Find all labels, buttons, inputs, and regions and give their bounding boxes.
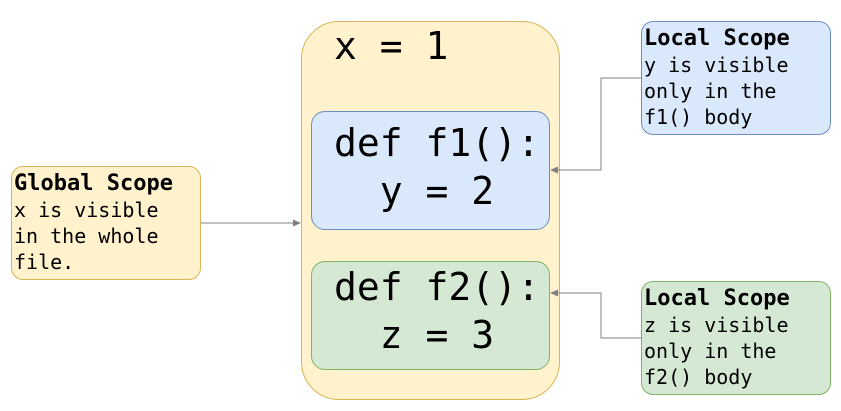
f1-scope-box — [311, 111, 550, 230]
f2-body-line: z = 3 — [334, 313, 495, 357]
local2-note-title: Local Scope — [644, 286, 790, 311]
global-scope-note: Global Scope x is visible in the whole f… — [11, 166, 201, 280]
global-code-line: x = 1 — [334, 24, 449, 68]
global-note-title: Global Scope — [14, 171, 173, 196]
global-note-line: in the whole — [14, 224, 159, 248]
f2-def-line: def f2(): — [334, 265, 540, 309]
local2-note-line: f2() body — [644, 365, 753, 389]
local1-note-line: only in the — [644, 79, 777, 103]
f1-def-line: def f1(): — [334, 121, 540, 165]
local1-note-line: y is visible — [644, 53, 789, 77]
local-scope-note-f1: Local Scope y is visible only in the f1(… — [641, 21, 831, 135]
global-note-line: file. — [14, 250, 75, 274]
local1-note-line: f1() body — [644, 105, 753, 129]
local1-note-title: Local Scope — [644, 26, 790, 51]
local-scope-note-f2: Local Scope z is visible only in the f2(… — [641, 281, 831, 395]
local2-note-line: z is visible — [644, 313, 789, 337]
f2-scope-box — [311, 261, 550, 370]
f1-body-line: y = 2 — [334, 169, 495, 213]
local2-note-line: only in the — [644, 339, 777, 363]
local1-connector-arrow — [550, 77, 641, 174]
global-note-line: x is visible — [14, 198, 159, 222]
local2-connector-arrow — [550, 289, 641, 339]
